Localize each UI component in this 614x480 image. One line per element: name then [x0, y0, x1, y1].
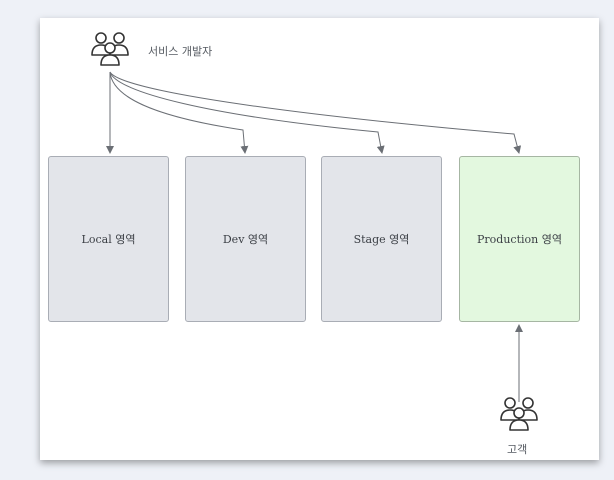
customer-users-icon: [500, 397, 538, 431]
developer-label: 서비스 개발자: [148, 45, 213, 58]
zone-stage[interactable]: Stage 영역: [321, 156, 442, 322]
zone-local[interactable]: Local 영역: [48, 156, 169, 322]
zone-production-label: Production 영역: [477, 233, 562, 246]
zone-dev[interactable]: Dev 영역: [185, 156, 306, 322]
zone-dev-label: Dev 영역: [222, 233, 269, 246]
zone-stage-label: Stage 영역: [353, 233, 410, 246]
zone-production[interactable]: Production 영역: [459, 156, 580, 322]
developer-users-icon: [91, 32, 129, 66]
connector-developer-to-dev: [109, 71, 249, 154]
connector-developer-to-production: [109, 71, 522, 154]
zone-local-label: Local 영역: [81, 233, 136, 246]
connector-developer-to-stage: [109, 71, 385, 154]
customer-label: 고객: [507, 443, 528, 456]
